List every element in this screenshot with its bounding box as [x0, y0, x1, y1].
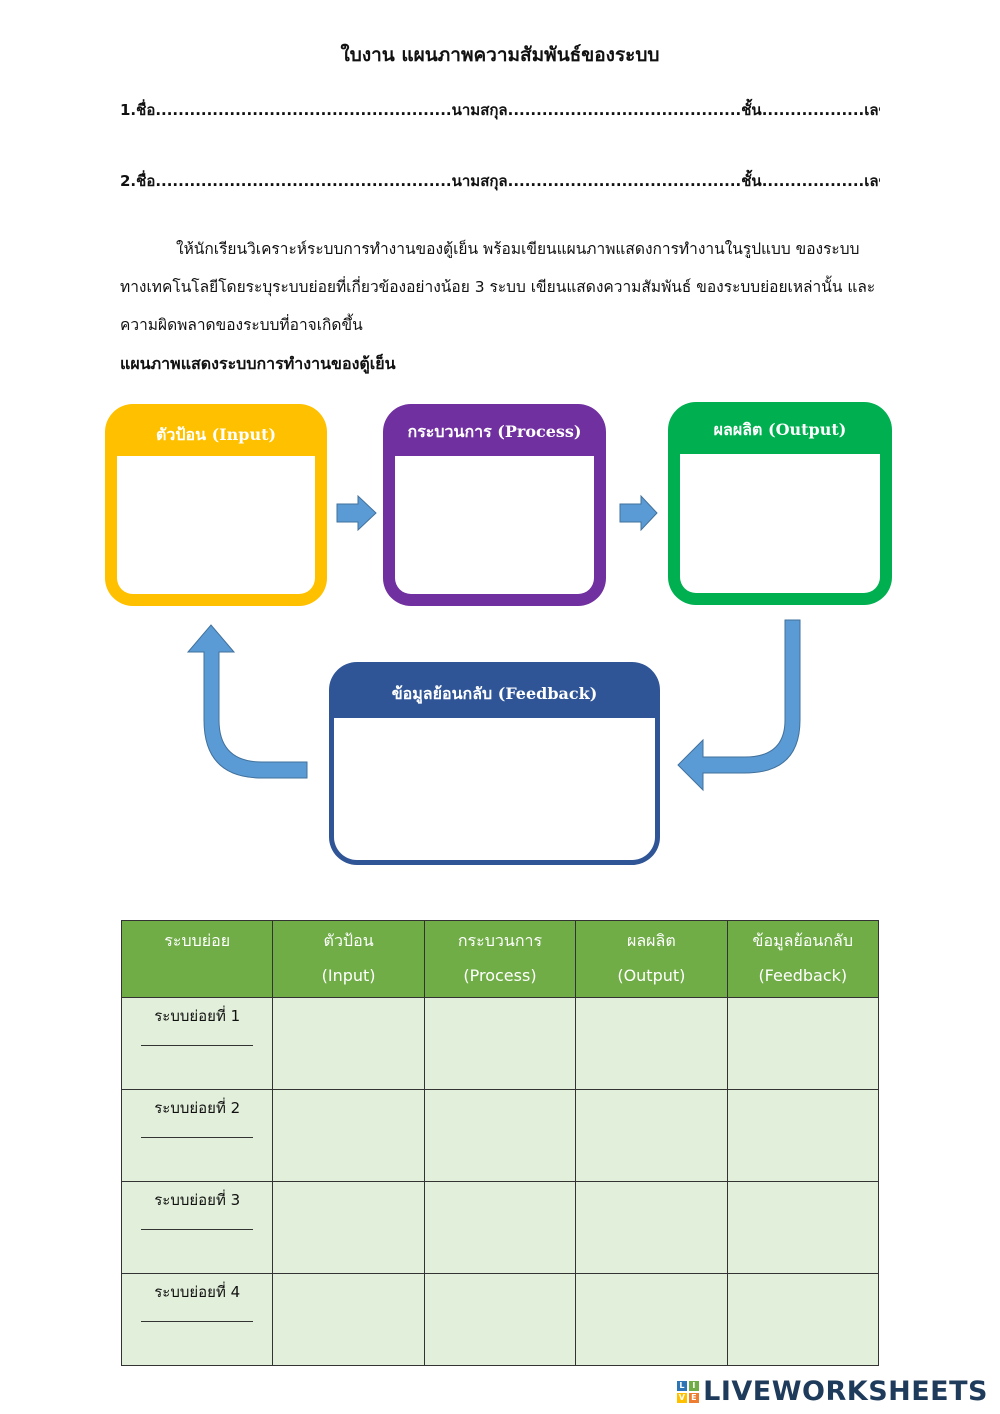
output-cell[interactable] — [575, 997, 728, 1090]
process-box[interactable]: กระบวนการ (Process) — [383, 404, 606, 606]
input-cell[interactable] — [272, 1181, 425, 1274]
input-cell[interactable] — [272, 1089, 425, 1182]
subsystem-table: ระบบย่อย ตัวป้อน(Input) กระบวนการ(Proces… — [120, 920, 880, 1366]
process-cell[interactable] — [423, 997, 577, 1090]
process-cell[interactable] — [423, 1181, 577, 1274]
liveworksheets-brand[interactable]: L I V E LIVEWORKSHEETS — [677, 1376, 988, 1407]
output-label: ผลผลิต (Output) — [713, 420, 847, 439]
header-input: ตัวป้อน(Input) — [272, 920, 425, 998]
table-header-row: ระบบย่อย ตัวป้อน(Input) กระบวนการ(Proces… — [120, 920, 880, 998]
blank-line — [141, 1136, 254, 1138]
table-row: ระบบย่อยที่ 4 — [120, 1273, 880, 1366]
blank-line — [141, 1320, 254, 1322]
table-row: ระบบย่อยที่ 2 — [120, 1089, 880, 1182]
header-output: ผลผลิต(Output) — [575, 920, 728, 998]
process-label: กระบวนการ (Process) — [407, 422, 582, 441]
worksheet-title: ใบงาน แผนภาพความสัมพันธ์ของระบบ — [340, 44, 660, 66]
feedback-cell[interactable] — [726, 1181, 880, 1274]
curved-arrow-down-left-icon — [677, 619, 801, 792]
feedback-cell[interactable] — [726, 997, 880, 1090]
feedback-cell[interactable] — [726, 1273, 880, 1366]
table-row: ระบบย่อยที่ 1 — [120, 997, 880, 1090]
instructions-text: ให้นักเรียนวิเคราะห์ระบบการทำงานของตู้เย… — [120, 240, 876, 334]
flow-arrows — [186, 494, 801, 792]
feedback-cell[interactable] — [726, 1089, 880, 1182]
student-line-1: 1.ชื่อ..................................… — [120, 101, 880, 119]
blank-line — [141, 1044, 254, 1046]
right-arrow-icon — [336, 494, 377, 532]
instructions: ให้นักเรียนวิเคราะห์ระบบการทำงานของตู้เย… — [120, 230, 880, 344]
feedback-label: ข้อมูลย้อนกลับ (Feedback) — [391, 684, 598, 703]
header-process: กระบวนการ(Process) — [423, 920, 577, 998]
output-cell[interactable] — [575, 1273, 728, 1366]
blank-line — [141, 1228, 254, 1230]
process-cell[interactable] — [423, 1089, 577, 1182]
subsystem-name-cell[interactable]: ระบบย่อยที่ 3 — [120, 1181, 274, 1274]
input-box[interactable]: ตัวป้อน (Input) — [105, 404, 327, 606]
output-box[interactable]: ผลผลิต (Output) — [668, 402, 892, 605]
input-label: ตัวป้อน (Input) — [155, 425, 277, 444]
liveworksheets-logo-icon: L I V E — [677, 1380, 700, 1403]
student-line-2: 2.ชื่อ..................................… — [120, 172, 880, 190]
brand-name: LIVEWORKSHEETS — [703, 1376, 988, 1407]
subsystem-name-cell[interactable]: ระบบย่อยที่ 4 — [120, 1273, 274, 1366]
output-cell[interactable] — [575, 1089, 728, 1182]
feedback-box[interactable]: ข้อมูลย้อนกลับ (Feedback) — [329, 662, 660, 865]
process-cell[interactable] — [423, 1273, 577, 1366]
input-cell[interactable] — [272, 997, 425, 1090]
input-cell[interactable] — [272, 1273, 425, 1366]
subsystem-name-cell[interactable]: ระบบย่อยที่ 1 — [120, 997, 274, 1090]
header-feedback: ข้อมูลย้อนกลับ(Feedback) — [726, 920, 880, 998]
right-arrow-icon — [619, 494, 658, 532]
subsystem-name-cell[interactable]: ระบบย่อยที่ 2 — [120, 1089, 274, 1182]
curved-arrow-up-icon — [186, 624, 308, 779]
table-row: ระบบย่อยที่ 3 — [120, 1181, 880, 1274]
diagram-heading: แผนภาพแสดงระบบการทำงานของตู้เย็น — [120, 354, 396, 373]
header-subsystem: ระบบย่อย — [120, 920, 274, 998]
output-cell[interactable] — [575, 1181, 728, 1274]
